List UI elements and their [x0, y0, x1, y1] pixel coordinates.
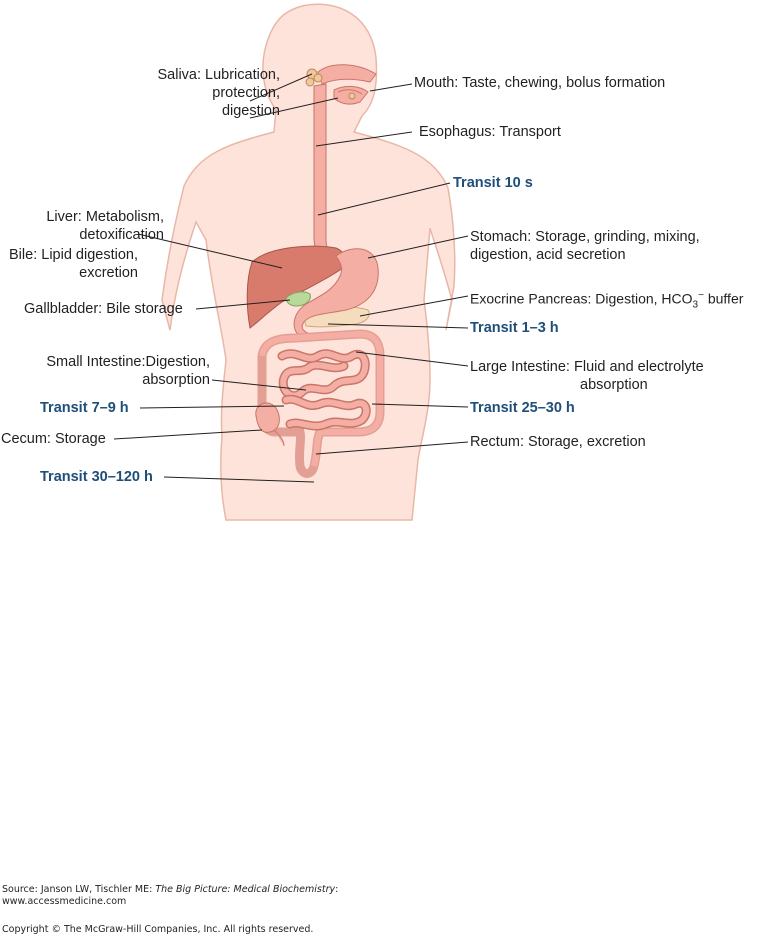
stomach-label: Stomach: Storage, grinding, mixing, dige…: [470, 228, 700, 264]
copyright-notice: Copyright © The McGraw-Hill Companies, I…: [2, 924, 314, 935]
stomach: [293, 248, 379, 339]
source-title: The Big Picture: Medical Biochemistry: [155, 884, 336, 895]
saliva-line-2: protection,: [212, 85, 280, 101]
large-intestine-line-1: Large Intestine: Fluid and electrolyte: [470, 359, 704, 375]
esophagus-label: Esophagus: Transport: [419, 124, 561, 140]
large-intestine-label: Large Intestine: Fluid and electrolyte a…: [470, 358, 704, 394]
liver-label: Liver: Metabolism, detoxification: [46, 208, 164, 244]
pancreas-text-suffix: buffer: [703, 290, 744, 307]
liver: [246, 245, 346, 329]
oral-cavity: [317, 64, 377, 105]
saliva-line-3: digestion: [221, 103, 280, 119]
bile-label: Bile: Lipid digestion, excretion: [9, 246, 138, 282]
source-url: www.accessmedicine.com: [2, 896, 127, 907]
transit-7-9h-label: Transit 7–9 h: [40, 400, 129, 416]
pancreas-text: Exocrine Pancreas: Digestion, HCO: [470, 290, 693, 307]
bile-line-1: Bile: Lipid digestion,: [9, 247, 138, 263]
saliva-label: Saliva: Lubrication, protection, digesti…: [157, 66, 280, 120]
stomach-line-2: digestion, acid secretion: [470, 247, 626, 263]
gallbladder-label: Gallbladder: Bile storage: [24, 301, 183, 317]
transit-25-30h-label: Transit 25–30 h: [470, 400, 575, 416]
small-intestine-line-1: Small Intestine:Digestion,: [46, 354, 210, 370]
stomach-line-1: Stomach: Storage, grinding, mixing,: [470, 229, 700, 245]
liver-line-1: Liver: Metabolism,: [46, 209, 164, 225]
cecum: [255, 402, 285, 447]
transit-30-120h-label: Transit 30–120 h: [40, 469, 153, 485]
pancreas-label: Exocrine Pancreas: Digestion, HCO3− buff…: [470, 287, 743, 314]
transit-1-3h-label: Transit 1–3 h: [470, 320, 559, 336]
cecum-label: Cecum: Storage: [1, 431, 106, 447]
source-prefix: Source: Janson LW, Tischler ME:: [2, 884, 156, 895]
pancreas-superscript: −: [698, 290, 704, 301]
transit-10s-label: Transit 10 s: [453, 175, 533, 191]
bile-line-2: excretion: [79, 265, 138, 281]
source-suffix: :: [335, 884, 339, 895]
source-citation: Source: Janson LW, Tischler ME: The Big …: [2, 884, 338, 895]
mouth-label: Mouth: Taste, chewing, bolus formation: [414, 75, 666, 91]
saliva-line-1: Saliva: Lubrication,: [157, 67, 280, 83]
liver-line-2: detoxification: [79, 227, 164, 243]
leader-lines: [113, 73, 469, 483]
small-intestine: [277, 349, 371, 431]
small-intestine-label: Small Intestine:Digestion, absorption: [44, 353, 210, 389]
gallbladder: [285, 291, 311, 307]
large-intestine-line-2: absorption: [580, 377, 648, 393]
small-intestine-line-2: absorption: [142, 372, 210, 388]
pancreas-subscript: 3: [692, 299, 699, 311]
rectum-label: Rectum: Storage, excretion: [470, 434, 646, 450]
